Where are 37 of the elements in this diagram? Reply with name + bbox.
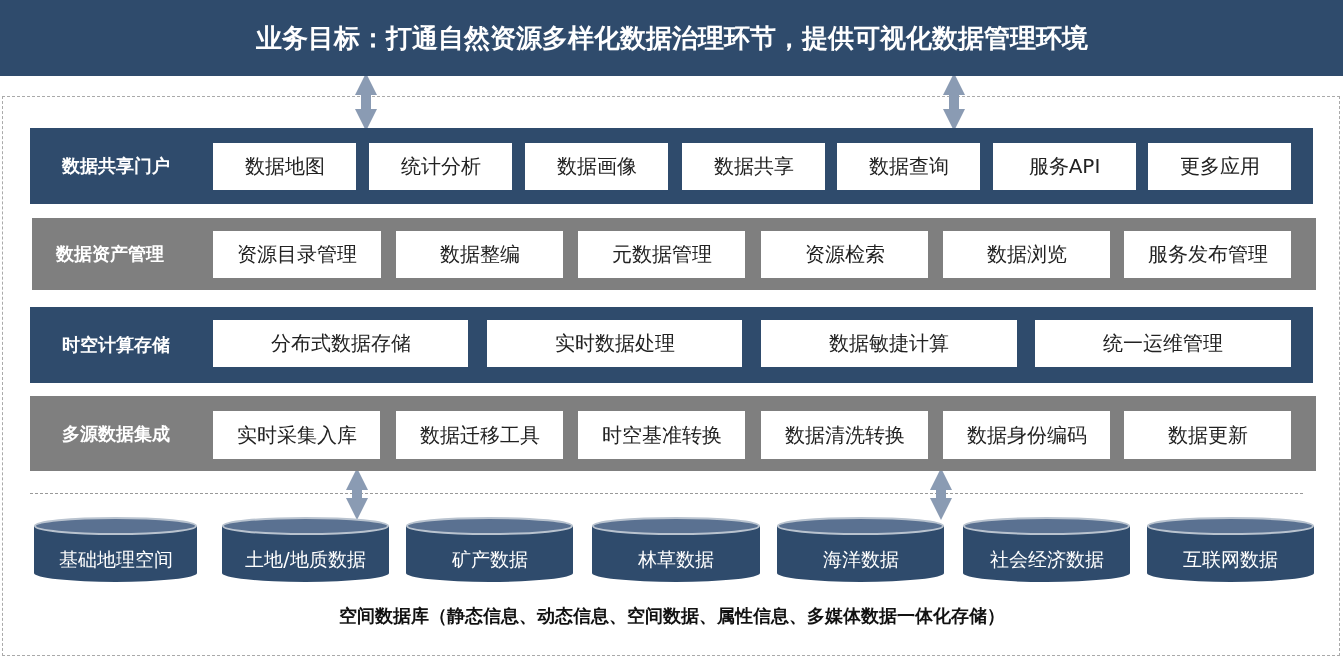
function-box: 数据查询 xyxy=(837,143,980,190)
layer-heading: 数据资产管理 xyxy=(56,242,164,266)
function-box: 数据画像 xyxy=(525,143,668,190)
function-box: 资源目录管理 xyxy=(213,231,381,278)
function-box: 更多应用 xyxy=(1148,143,1291,190)
function-box: 服务发布管理 xyxy=(1124,231,1291,278)
function-box: 实时采集入库 xyxy=(213,411,380,459)
function-box: 分布式数据存储 xyxy=(213,320,468,367)
function-box: 时空基准转换 xyxy=(578,411,745,459)
function-box: 数据整编 xyxy=(396,231,563,278)
function-box: 数据敏捷计算 xyxy=(761,320,1017,367)
layer-heading: 多源数据集成 xyxy=(62,421,170,446)
layer-band xyxy=(30,396,1316,471)
function-box: 统计分析 xyxy=(369,143,512,190)
layer-band xyxy=(30,307,1313,383)
caption-text: 空间数据库（静态信息、动态信息、空间数据、属性信息、多媒体数据一体化存储） xyxy=(337,604,1006,628)
layer-heading: 时空计算存储 xyxy=(62,333,170,357)
function-box: 资源检索 xyxy=(761,231,928,278)
layer-heading: 数据共享门户 xyxy=(62,154,170,178)
function-box: 数据共享 xyxy=(682,143,825,190)
double-arrow xyxy=(346,468,368,520)
function-box: 元数据管理 xyxy=(578,231,745,278)
goal-banner: 业务目标：打通自然资源多样化数据治理环节，提供可视化数据管理环境 xyxy=(0,0,1343,76)
function-box: 实时数据处理 xyxy=(487,320,742,367)
double-arrow xyxy=(930,468,952,520)
layer-band xyxy=(30,128,1313,204)
function-box: 服务API xyxy=(993,143,1136,190)
double-arrow xyxy=(355,73,377,131)
function-box: 数据清洗转换 xyxy=(761,411,928,459)
function-box: 统一运维管理 xyxy=(1035,320,1291,367)
function-box: 数据更新 xyxy=(1124,411,1291,459)
function-box: 数据迁移工具 xyxy=(396,411,563,459)
function-box: 数据地图 xyxy=(213,143,356,190)
function-box: 数据浏览 xyxy=(943,231,1110,278)
function-box: 数据身份编码 xyxy=(943,411,1110,459)
double-arrow xyxy=(943,73,965,131)
layer-band xyxy=(32,218,1316,290)
